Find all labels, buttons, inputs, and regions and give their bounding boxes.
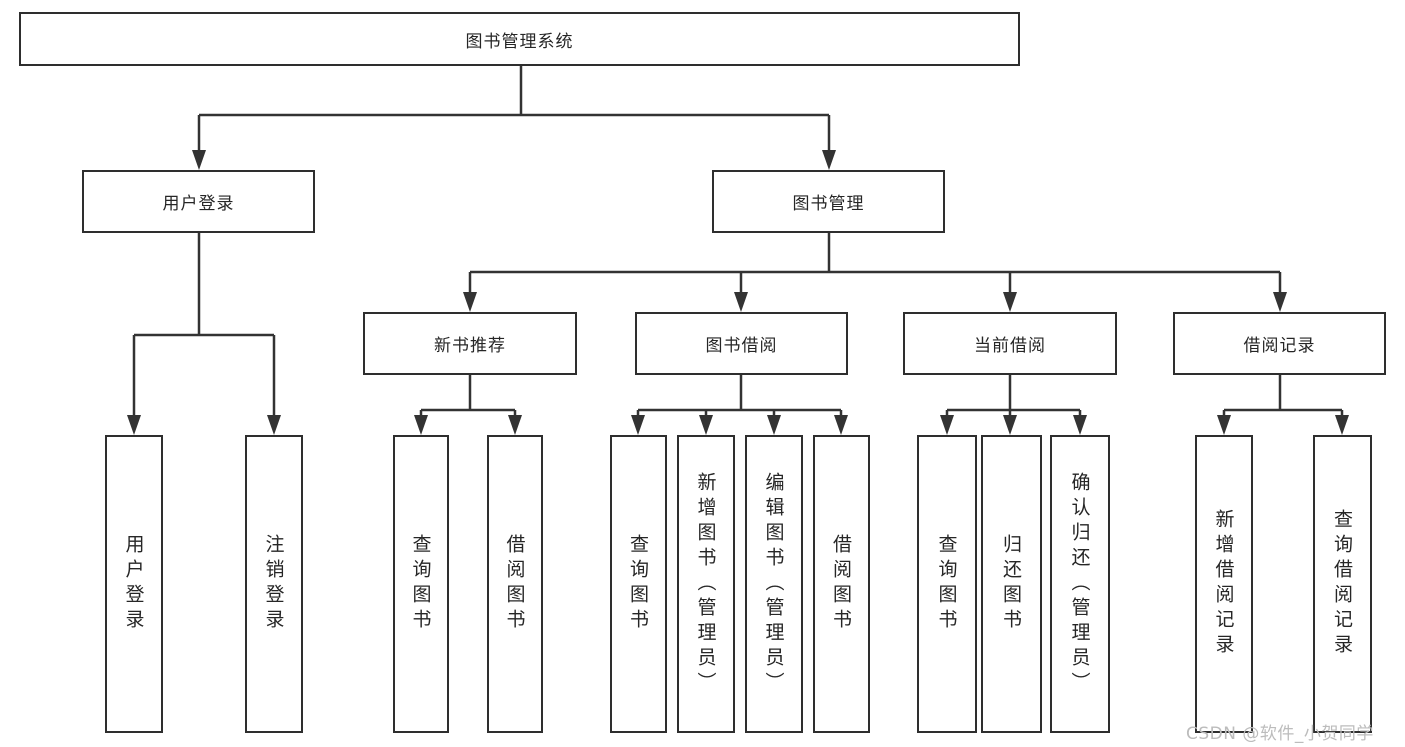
leaf-edit-book-admin-label: 编辑图书（管理员） (762, 471, 785, 697)
leaf-query-book-borrow: 查询图书 (610, 435, 667, 733)
leaf-query-borrow-record: 查询借阅记录 (1313, 435, 1372, 733)
leaf-logout: 注销登录 (245, 435, 303, 733)
leaf-query-book-current-label: 查询图书 (935, 534, 958, 634)
leaf-query-book-recommend-label: 查询图书 (409, 534, 432, 634)
node-root: 图书管理系统 (19, 12, 1020, 66)
leaf-return-book: 归还图书 (981, 435, 1042, 733)
leaf-query-book-borrow-label: 查询图书 (627, 534, 649, 634)
leaf-add-borrow-record: 新增借阅记录 (1195, 435, 1253, 733)
leaf-query-book-current: 查询图书 (917, 435, 977, 733)
node-root-label: 图书管理系统 (465, 31, 574, 52)
node-user-login-label: 用户登录 (162, 194, 235, 214)
node-borrow-records-label: 借阅记录 (1243, 336, 1316, 356)
leaf-user-login-label: 用户登录 (122, 534, 145, 634)
node-user-login: 用户登录 (82, 170, 315, 233)
leaf-add-borrow-record-label: 新增借阅记录 (1212, 509, 1235, 659)
leaf-confirm-return-admin: 确认归还（管理员） (1050, 435, 1110, 733)
node-current-borrow-label: 当前借阅 (974, 336, 1046, 356)
watermark: CSDN @软件_小贺同学 (1186, 724, 1374, 744)
leaf-borrow-book: 借阅图书 (813, 435, 870, 733)
node-new-book-recommend-label: 新书推荐 (434, 336, 506, 356)
node-book-borrow: 图书借阅 (635, 312, 848, 375)
leaf-query-borrow-record-label: 查询借阅记录 (1331, 509, 1353, 659)
node-new-book-recommend: 新书推荐 (363, 312, 577, 375)
node-current-borrow: 当前借阅 (903, 312, 1117, 375)
leaf-add-book-admin-label: 新增图书（管理员） (694, 471, 717, 697)
leaf-borrow-book-label: 借阅图书 (830, 534, 852, 634)
leaf-borrow-book-recommend: 借阅图书 (487, 435, 543, 733)
leaf-edit-book-admin: 编辑图书（管理员） (745, 435, 803, 733)
node-book-borrow-label: 图书借阅 (705, 336, 778, 356)
node-book-management-label: 图书管理 (792, 194, 865, 214)
node-book-management: 图书管理 (712, 170, 945, 233)
leaf-borrow-book-recommend-label: 借阅图书 (503, 534, 526, 634)
leaf-logout-label: 注销登录 (262, 534, 285, 634)
leaf-return-book-label: 归还图书 (1000, 534, 1022, 634)
node-borrow-records: 借阅记录 (1173, 312, 1386, 375)
leaf-query-book-recommend: 查询图书 (393, 435, 449, 733)
leaf-user-login: 用户登录 (105, 435, 163, 733)
leaf-confirm-return-admin-label: 确认归还（管理员） (1068, 471, 1091, 697)
leaf-add-book-admin: 新增图书（管理员） (677, 435, 735, 733)
